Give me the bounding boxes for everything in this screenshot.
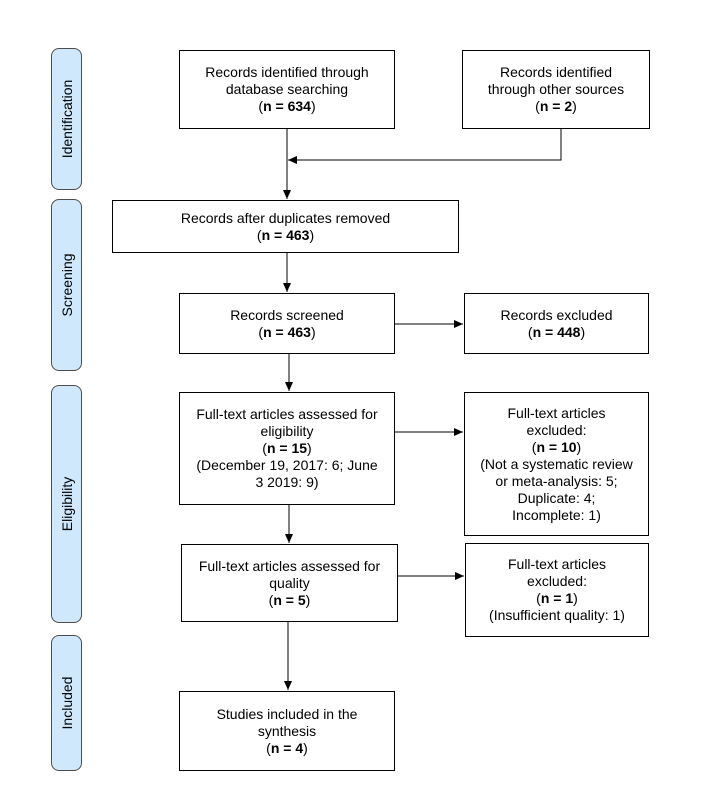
box-fulltext-quality-count: (n = 5) [268,591,311,608]
connector-other-to-merge [288,129,562,164]
box-fulltext-excluded-1: Full-text articles excluded: (n = 10) (N… [464,392,649,536]
box-fulltext-quality: Full-text articles assessed for quality … [181,544,398,622]
box-database-searching-line-1: Records identified through [205,64,369,80]
box-included-synthesis: Studies included in the synthesis (n = 4… [179,691,395,771]
box-included-synthesis-line-1: Studies included in the [216,705,358,722]
box-fulltext-eligibility-line-2: eligibility [260,423,314,439]
box-duplicates-removed: Records after duplicates removed (n = 46… [112,200,459,253]
box-other-sources-line-2: through other sources [487,81,625,97]
phase-identification: Identification [51,48,82,190]
box-duplicates-removed-count: (n = 463) [256,226,315,243]
box-records-screened-line-1: Records screened [230,306,344,323]
box-other-sources-line-1: Records identified [499,64,613,80]
box-records-excluded-count: (n = 448) [527,323,586,340]
phase-eligibility: Eligibility [51,385,82,623]
box-fulltext-excluded-2-count: (n = 1) [536,590,578,606]
box-fulltext-eligibility-count: (n = 15) [262,440,312,456]
box-fulltext-excluded-1-line-1: Full-text articles [507,404,606,421]
box-fulltext-excluded-1-line-2: excluded: [526,421,587,438]
box-fulltext-eligibility-detail-1: (December 19, 2017: 6; June [196,457,378,473]
box-other-sources-count: (n = 2) [535,98,577,114]
box-fulltext-excluded-2-detail-1: (Insufficient quality: 1) [489,607,625,623]
box-records-excluded: Records excluded (n = 448) [464,293,649,354]
box-fulltext-excluded-2: Full-text articles excluded: (n = 1) (In… [465,543,649,637]
box-fulltext-excluded-2-line-1: Full-text articles [507,556,607,572]
box-fulltext-excluded-2-line-2: excluded: [527,573,587,589]
box-fulltext-quality-line-1: Full-text articles assessed for [198,557,381,574]
box-fulltext-excluded-1-detail-1: (Not a systematic review [480,455,633,472]
phase-screening: Screening [51,199,82,371]
box-included-synthesis-count: (n = 4) [266,739,308,756]
box-database-searching-count: (n = 634) [258,98,316,114]
box-records-screened: Records screened (n = 463) [179,293,395,354]
box-duplicates-removed-line-1: Records after duplicates removed [180,209,391,226]
box-database-searching-line-2: database searching [225,81,349,97]
box-records-screened-count: (n = 463) [258,323,316,340]
box-fulltext-excluded-1-detail-4: Incomplete: 1) [512,506,601,523]
box-fulltext-eligibility-detail-2: 3 2019: 9) [255,474,319,490]
box-fulltext-excluded-1-detail-3: Duplicate: 4; [517,489,596,506]
box-fulltext-quality-line-2: quality [269,574,310,591]
box-included-synthesis-line-2: synthesis [257,722,317,739]
box-database-searching: Records identified through database sear… [179,50,395,129]
box-records-excluded-line-1: Records excluded [500,306,613,323]
box-fulltext-eligibility: Full-text articles assessed for eligibil… [179,392,395,505]
box-fulltext-eligibility-line-1: Full-text articles assessed for [196,406,378,422]
box-fulltext-excluded-1-count: (n = 10) [531,438,582,455]
box-fulltext-excluded-1-detail-2: or meta-analysis: 5; [495,472,618,489]
box-other-sources: Records identified through other sources… [462,50,650,129]
phase-included: Included [51,635,82,771]
